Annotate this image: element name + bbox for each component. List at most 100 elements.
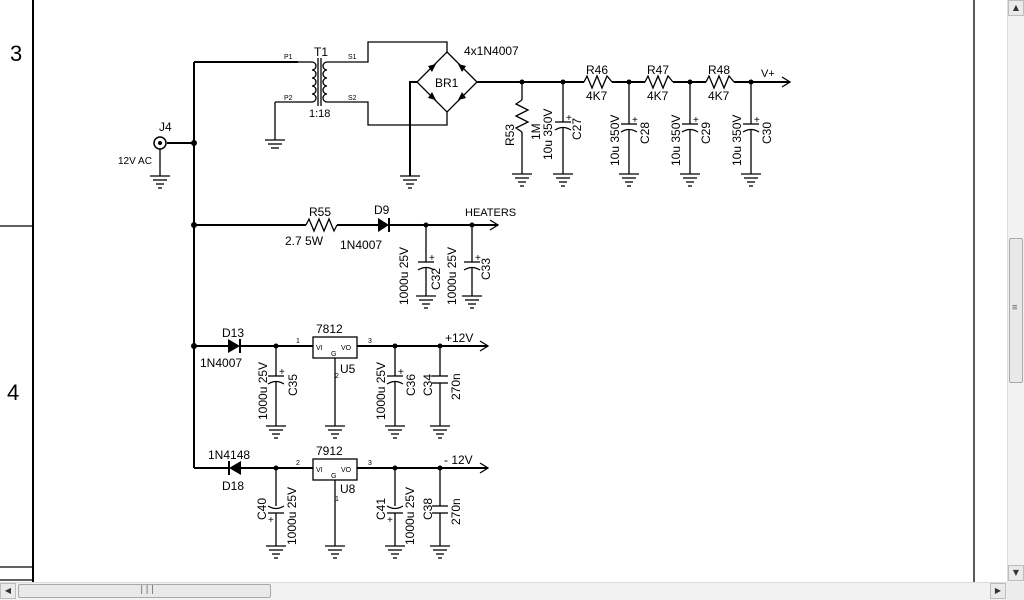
c27-value: 10u 350V: [541, 109, 555, 160]
r48-ref: R48: [708, 63, 730, 77]
zone-label-3: 3: [10, 41, 22, 66]
scroll-down-button[interactable]: ▼: [1008, 565, 1024, 581]
capacitor-c36: + 1000u 25V C36: [374, 346, 418, 439]
capacitor-c32: + 1000u 25V C32: [397, 225, 443, 309]
u8-vo: VO: [341, 467, 352, 474]
scroll-right-button[interactable]: ▶: [990, 583, 1006, 599]
c34-ref: C34: [421, 374, 435, 396]
u8-g: G: [331, 473, 336, 480]
d13-ref: D13: [222, 326, 244, 340]
resistor-r47: R47 4K7: [644, 63, 674, 103]
r48-value: 4K7: [708, 89, 730, 103]
horizontal-scroll-thumb[interactable]: |||: [18, 584, 271, 598]
c38-value: 270n: [449, 498, 463, 525]
u5-pin-out: 3: [368, 338, 372, 345]
c41-ref: C41: [374, 498, 388, 520]
u8-ref: U8: [340, 482, 356, 496]
svg-text:+: +: [398, 367, 404, 378]
secondary-wires: [345, 41, 448, 126]
capacitor-c29: + 10u 350V C29: [669, 82, 713, 187]
net-vplus: V+: [761, 68, 775, 80]
r46-value: 4K7: [586, 89, 608, 103]
t1-pin-p2: P2: [284, 95, 293, 102]
scroll-up-button[interactable]: ▲: [1008, 0, 1024, 16]
svg-text:+: +: [475, 253, 481, 264]
net-heaters: HEATERS: [465, 207, 516, 219]
c40-ref: C40: [255, 498, 269, 520]
c41-value: 1000u 25V: [403, 487, 417, 545]
net-p12: +12V: [445, 331, 473, 345]
c33-value: 1000u 25V: [445, 247, 459, 305]
bridge-rectifier-br1: BR1 4x1N4007: [400, 44, 519, 189]
c32-value: 1000u 25V: [397, 247, 411, 305]
schematic-viewport: 3 4 J4 12V AC T1 1:1: [0, 0, 975, 582]
c34-value: 270n: [449, 373, 463, 400]
r55-value: 2.7 5W: [285, 234, 324, 248]
r55-ref: R55: [309, 205, 331, 219]
regulator-u8: VI VO G 7912 U8 2 3 1: [296, 444, 372, 559]
svg-text:+: +: [268, 515, 274, 526]
horizontal-scrollbar[interactable]: ◀ ||| ▶: [0, 582, 1007, 600]
horizontal-grip-icon: |||: [139, 585, 156, 595]
scroll-left-button[interactable]: ◀: [0, 583, 16, 599]
r46-ref: R46: [586, 63, 608, 77]
vertical-scrollbar[interactable]: ▲ ≡ ▼: [1007, 0, 1024, 582]
u8-vi: VI: [316, 467, 323, 474]
capacitor-c27: + 10u 350V C27: [541, 82, 584, 187]
u5-pin-in: 1: [296, 338, 300, 345]
zone-label-4: 4: [7, 380, 19, 405]
r53-value: 1M: [529, 123, 543, 140]
resistor-r48: R48 4K7: [705, 63, 735, 103]
c36-ref: C36: [404, 374, 418, 396]
svg-text:+: +: [387, 515, 393, 526]
capacitor-c40: + C40 1000u 25V: [255, 468, 299, 559]
capacitor-c41: + C41 1000u 25V: [374, 468, 417, 559]
d9-part: 1N4007: [340, 238, 382, 252]
d13-part: 1N4007: [200, 356, 242, 370]
resistor-r46: R46 4K7: [583, 63, 613, 103]
svg-text:+: +: [693, 115, 699, 126]
r47-ref: R47: [647, 63, 669, 77]
u8-pin-gnd: 1: [335, 496, 339, 503]
positive-12v-branch: D13 1N4007 +12V: [194, 326, 490, 370]
u5-vi: VI: [316, 345, 323, 352]
br1-part: 4x1N4007: [464, 44, 519, 58]
t1-pin-s1: S1: [348, 54, 357, 61]
u5-pin-gnd: 2: [335, 373, 339, 380]
u5-vo: VO: [341, 345, 352, 352]
c33-ref: C33: [479, 258, 493, 280]
c35-ref: C35: [286, 374, 300, 396]
vertical-scroll-thumb[interactable]: ≡: [1009, 238, 1023, 383]
vertical-grip-icon: ≡: [1012, 303, 1018, 313]
scrollbar-corner: [1007, 582, 1024, 600]
c38-ref: C38: [421, 498, 435, 520]
sheet-border: 3 4: [0, 0, 975, 582]
capacitor-c34: C34 270n: [421, 346, 463, 439]
resistor-r53: R53 1M: [503, 82, 543, 187]
u8-pin-in: 2: [296, 460, 300, 467]
power-supply-schematic: 3 4 J4 12V AC T1 1:1: [0, 0, 975, 582]
t1-pin-p1: P1: [284, 54, 293, 61]
heater-branch: R55 2.7 5W D9 1N4007 HEATERS: [194, 203, 516, 252]
j4-ref: J4: [159, 120, 172, 134]
c35-value: 1000u 25V: [256, 362, 270, 420]
ac-bus-wires: [167, 61, 298, 468]
hv-rail: V+: [477, 68, 792, 88]
regulator-u5: VI VO G 7812 U5 1 3 2: [296, 322, 372, 439]
svg-text:+: +: [566, 113, 572, 124]
capacitor-c35: + 1000u 25V C35: [256, 346, 300, 439]
svg-text:+: +: [632, 115, 638, 126]
capacitor-c30: + 10u 350V C30: [730, 82, 774, 187]
negative-12v-branch: 1N4148 D18 - 12V: [194, 448, 490, 493]
d18-ref: D18: [222, 479, 244, 493]
t1-ratio: 1:18: [309, 108, 330, 120]
d18-part: 1N4148: [208, 448, 250, 462]
capacitor-c38: C38 270n: [421, 468, 463, 559]
r47-value: 4K7: [647, 89, 669, 103]
c30-value: 10u 350V: [730, 115, 744, 166]
d9-ref: D9: [374, 203, 390, 217]
u8-part: 7912: [316, 444, 343, 458]
j4-label: 12V AC: [118, 156, 152, 167]
br1-ref: BR1: [435, 76, 459, 90]
c27-ref: C27: [570, 118, 584, 140]
